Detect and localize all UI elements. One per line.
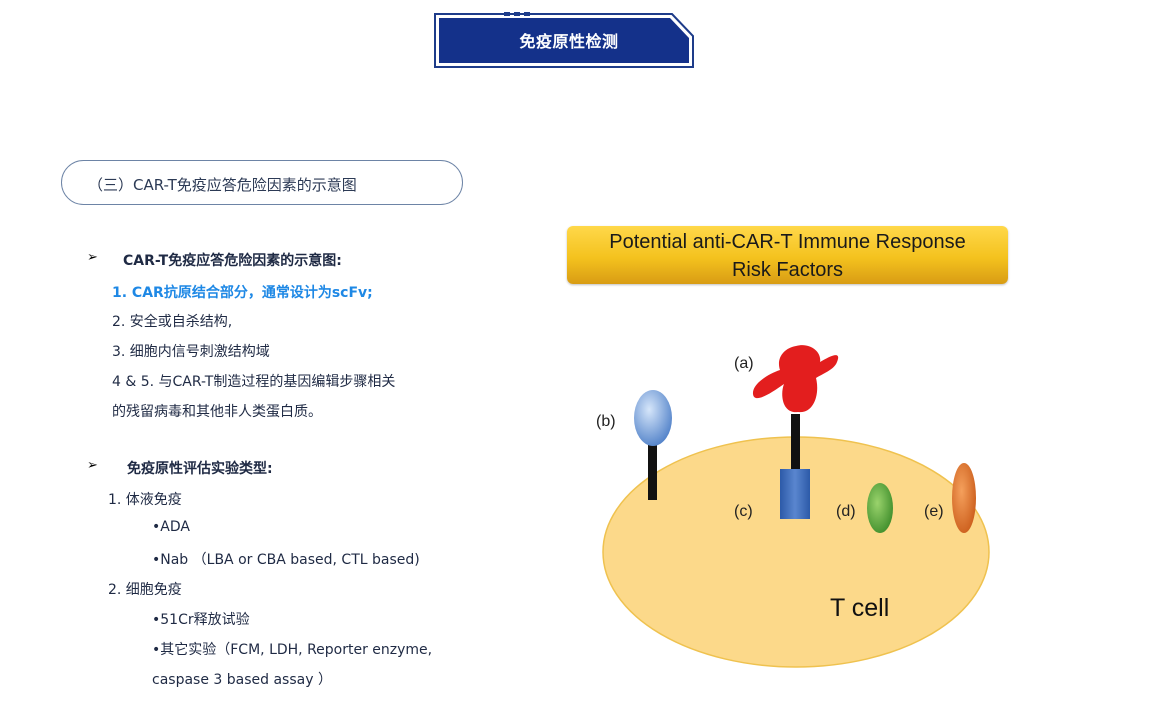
arrow-bullet-icon: ➢ bbox=[87, 250, 98, 265]
cell-label: T cell bbox=[830, 594, 889, 622]
cellular-item: •其它实验（FCM, LDH, Reporter enzyme, bbox=[152, 642, 433, 658]
domain-c bbox=[780, 469, 810, 519]
blob-e bbox=[952, 463, 976, 533]
cellular-item: caspase 3 based assay ） bbox=[152, 672, 332, 688]
label-e: (e) bbox=[924, 503, 944, 520]
list1-heading: CAR-T免疫应答危险因素的示意图: bbox=[123, 253, 342, 269]
label-b: (b) bbox=[596, 413, 616, 430]
list1-item: 1. CAR抗原结合部分，通常设计为scFv; bbox=[112, 285, 373, 301]
header-banner-shape bbox=[434, 12, 694, 68]
header-banner: 免疫原性检测 bbox=[434, 12, 694, 68]
list1-item: 的残留病毒和其他非人类蛋白质。 bbox=[112, 404, 322, 420]
figure-title-line2: Risk Factors bbox=[731, 259, 844, 281]
section-heading: （三）CAR-T免疫应答危险因素的示意图 bbox=[61, 160, 463, 205]
list2-heading: 免疫原性评估实验类型: bbox=[127, 461, 273, 477]
blob-d bbox=[867, 483, 893, 533]
list1-item: 3. 细胞内信号刺激结构域 bbox=[112, 344, 270, 360]
list1-item: 4 & 5. 与CAR-T制造过程的基因编辑步骤相关 bbox=[112, 374, 396, 390]
section-title: （三）CAR-T免疫应答危险因素的示意图 bbox=[88, 176, 357, 194]
figure-title-line1: Potential anti-CAR-T Immune Response bbox=[609, 231, 966, 253]
figure-title-box: Potential anti-CAR-T Immune Response Ris… bbox=[567, 226, 1008, 284]
stalk-a bbox=[791, 414, 800, 472]
humoral-item: •Nab （LBA or CBA based, CTL based) bbox=[152, 552, 420, 568]
label-d: (d) bbox=[836, 503, 856, 520]
label-a: (a) bbox=[734, 355, 754, 372]
label-c: (c) bbox=[734, 503, 753, 520]
t-cell-diagram: (a) (b) (c) (d) (e) T cell bbox=[596, 345, 990, 668]
humoral-heading: 1. 体液免疫 bbox=[108, 492, 182, 508]
arrow-bullet-icon: ➢ bbox=[87, 458, 98, 473]
list1-item: 2. 安全或自杀结构, bbox=[112, 314, 233, 330]
blob-b bbox=[634, 390, 672, 446]
cellular-heading: 2. 细胞免疫 bbox=[108, 582, 182, 598]
cellular-item: •51Cr释放试验 bbox=[152, 612, 250, 628]
car-receptor-head bbox=[752, 345, 839, 413]
humoral-item: •ADA bbox=[152, 519, 190, 535]
page-title: 免疫原性检测 bbox=[519, 32, 619, 51]
stalk-b bbox=[648, 438, 657, 500]
